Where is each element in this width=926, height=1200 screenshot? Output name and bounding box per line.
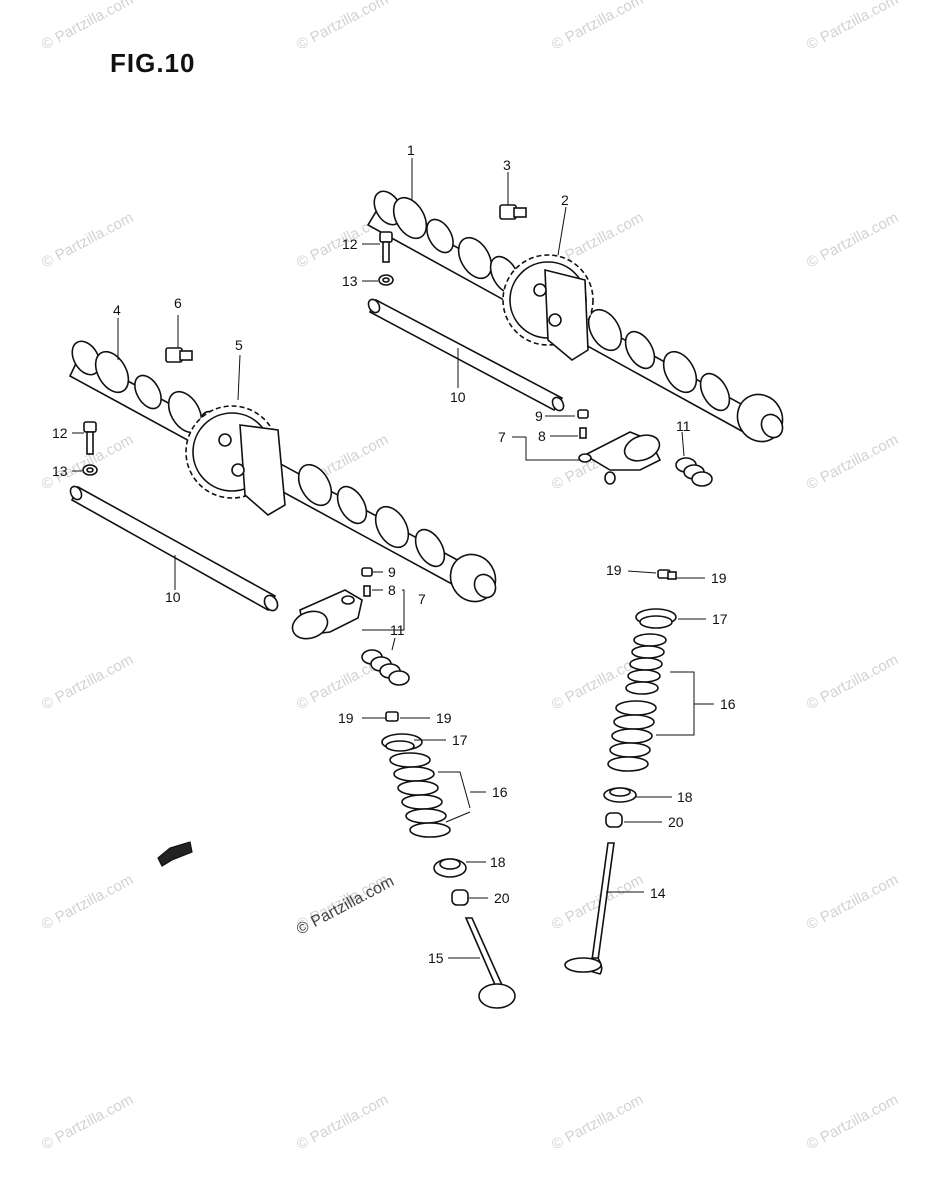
- callout-19-right-b: 19: [711, 570, 727, 586]
- callout-19-left-a: 19: [338, 710, 354, 726]
- sprocket-bolt-upper: [499, 204, 527, 220]
- front-arrow-icon: [157, 841, 193, 867]
- watermark: © Partzilla.com: [804, 651, 901, 713]
- callout-9-upper: 9: [535, 408, 543, 424]
- watermark: © Partzilla.com: [294, 873, 397, 939]
- leader-lines: [72, 158, 714, 959]
- rocker-spring-upper: [675, 457, 713, 487]
- callout-10-upper: 10: [450, 389, 466, 405]
- callout-12-lower: 12: [52, 425, 68, 441]
- valve-assembly-left: [381, 711, 516, 1009]
- cam-sprocket-upper: [502, 254, 594, 361]
- watermark: © Partzilla.com: [549, 1091, 646, 1153]
- cam-sprocket-lower: [185, 405, 286, 516]
- callout-3: 3: [503, 157, 511, 173]
- valve-spring-inner: [625, 633, 667, 695]
- callout-19-left-b: 19: [436, 710, 452, 726]
- watermark: © Partzilla.com: [294, 0, 391, 54]
- rocker-arm-upper: [577, 409, 662, 485]
- bolt-lower: [83, 421, 97, 455]
- watermark: © Partzilla.com: [804, 209, 901, 271]
- callouts: 1 2 3 4 5 6 12 13 12 13 10 10 9 8 7 11 9…: [52, 142, 736, 966]
- callout-16-left: 16: [492, 784, 508, 800]
- watermark: © Partzilla.com: [804, 1091, 901, 1153]
- callout-17-left: 17: [452, 732, 468, 748]
- rocker-arm-lower: [291, 567, 373, 640]
- callout-13-upper: 13: [342, 273, 358, 289]
- callout-2: 2: [561, 192, 569, 208]
- washer-upper: [378, 274, 394, 286]
- callout-18-left: 18: [490, 854, 506, 870]
- rocker-arm-shaft-upper: [367, 298, 565, 412]
- rocker-spring-lower: [361, 649, 410, 686]
- callout-5: 5: [235, 337, 243, 353]
- valve-assembly-right: [563, 569, 677, 975]
- callout-8-upper: 8: [538, 428, 546, 444]
- callout-11-lower: 11: [390, 622, 405, 638]
- valve-spring-left: [389, 752, 451, 838]
- callout-13-lower: 13: [52, 463, 68, 479]
- camshaft-lower: [68, 340, 497, 603]
- watermark: © Partzilla.com: [39, 651, 136, 713]
- callout-6: 6: [174, 295, 182, 311]
- watermark: © Partzilla.com: [804, 871, 901, 933]
- callout-7-upper: 7: [498, 429, 506, 445]
- callout-18-right: 18: [677, 789, 693, 805]
- callout-15: 15: [428, 950, 444, 966]
- callout-4: 4: [113, 302, 121, 318]
- callout-17-right: 17: [712, 611, 728, 627]
- figure-title: FIG.10: [110, 48, 196, 78]
- sprocket-bolt-lower: [165, 347, 193, 363]
- watermark: © Partzilla.com: [39, 209, 136, 271]
- callout-19-right-a: 19: [606, 562, 622, 578]
- watermark: © Partzilla.com: [294, 1091, 391, 1153]
- callout-16-right: 16: [720, 696, 736, 712]
- callout-20-right: 20: [668, 814, 684, 830]
- callout-14: 14: [650, 885, 666, 901]
- washer-lower: [82, 464, 98, 476]
- callout-11-upper: 11: [676, 418, 691, 434]
- watermark: © Partzilla.com: [39, 871, 136, 933]
- watermark: © Partzilla.com: [804, 431, 901, 493]
- callout-20-left: 20: [494, 890, 510, 906]
- callout-10-lower: 10: [165, 589, 181, 605]
- callout-1: 1: [407, 142, 415, 158]
- callout-8-lower: 8: [388, 582, 396, 598]
- callout-7-lower: 7: [418, 591, 426, 607]
- callout-9-lower: 9: [388, 564, 396, 580]
- watermark: © Partzilla.com: [549, 0, 646, 54]
- callout-12-upper: 12: [342, 236, 358, 252]
- watermark: © Partzilla.com: [804, 0, 901, 54]
- valve-spring-outer: [607, 700, 657, 772]
- watermark: © Partzilla.com: [39, 0, 136, 54]
- rocker-arm-shaft-lower: [69, 485, 279, 612]
- bolt-upper: [379, 231, 393, 263]
- watermark: © Partzilla.com: [39, 1091, 136, 1153]
